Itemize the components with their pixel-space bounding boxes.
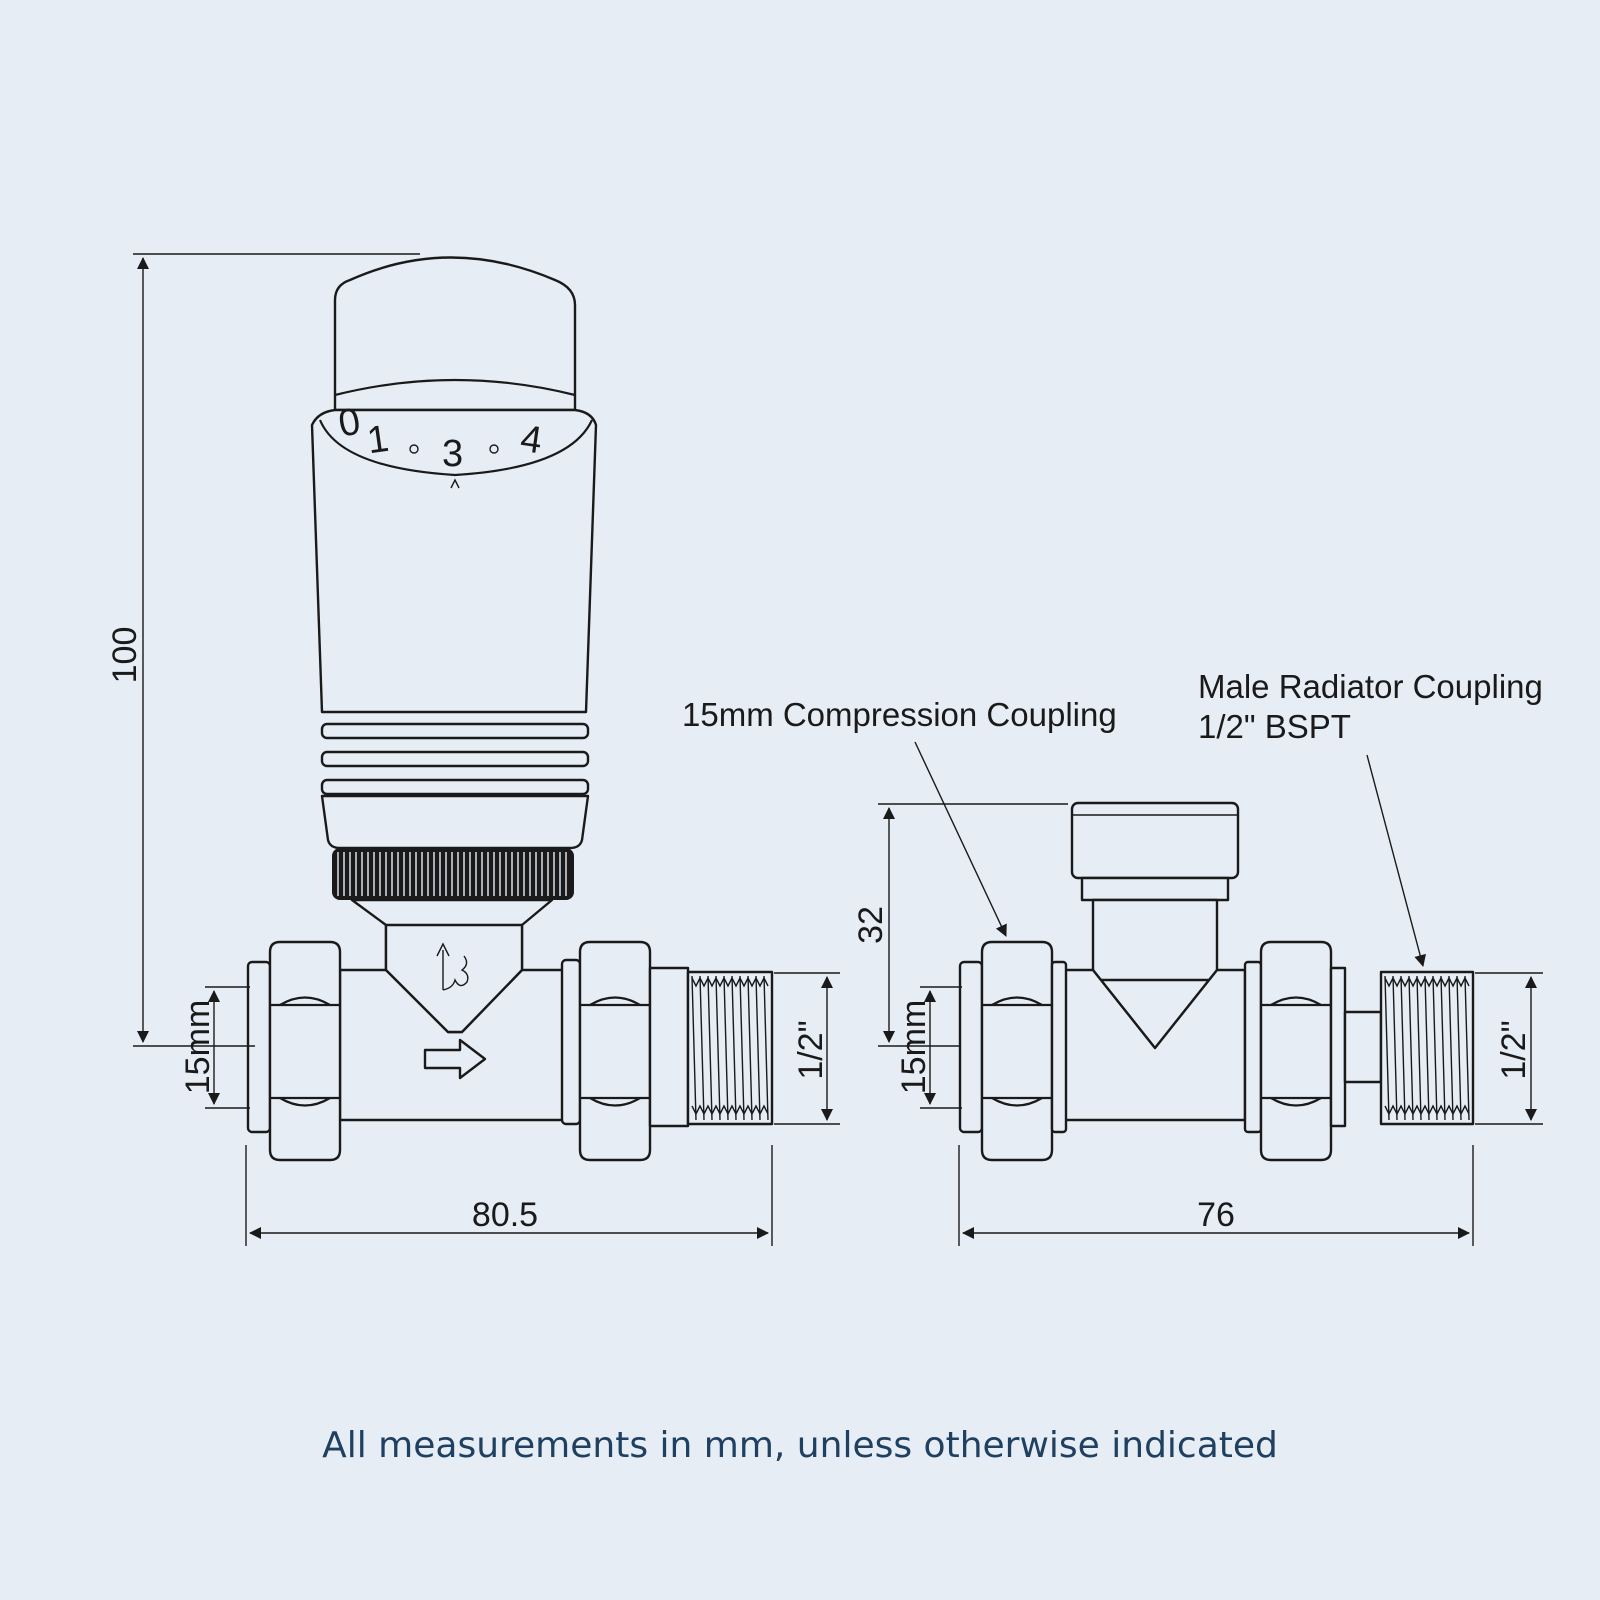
measurement-note: All measurements in mm, unless otherwise… xyxy=(322,1425,1278,1466)
dial-dot xyxy=(409,444,419,454)
male-thread-left xyxy=(686,970,774,1126)
dimension-pipe-right: 15mm xyxy=(895,986,962,1109)
dial-pointer xyxy=(450,478,460,489)
thermostatic-head xyxy=(310,408,598,714)
knurled-collar xyxy=(332,848,574,900)
dimension-label-half-inch-left: 1/2" xyxy=(792,1020,830,1079)
dimension-thread-right: 1/2" xyxy=(1475,972,1543,1125)
dimension-label-76: 76 xyxy=(1197,1196,1235,1234)
label-male-radiator-coupling: Male Radiator Coupling xyxy=(1198,668,1543,705)
male-thread-right xyxy=(1379,970,1475,1126)
dial-mark-3: 3 xyxy=(442,433,463,475)
callout-male-radiator-coupling: Male Radiator Coupling 1/2" BSPT xyxy=(1198,668,1543,967)
coupling-nut-left-valve xyxy=(560,940,690,1162)
lockshield-valve xyxy=(958,801,1475,1162)
dimension-label-80-5: 80.5 xyxy=(472,1196,538,1234)
compression-nut-right-valve xyxy=(958,940,1068,1162)
callout-compression-coupling: 15mm Compression Coupling xyxy=(682,696,1117,937)
dimension-label-half-inch-right: 1/2" xyxy=(1495,1020,1533,1079)
dimension-pipe-left: 15mm xyxy=(179,986,250,1109)
dimension-width-left: 80.5 xyxy=(245,1145,773,1246)
dimension-label-15mm-right: 15mm xyxy=(895,1000,933,1094)
dimension-width-right: 76 xyxy=(958,1145,1474,1246)
valve-cap xyxy=(333,256,577,412)
dimension-thread-left: 1/2" xyxy=(774,972,840,1125)
grip-ridges xyxy=(320,722,590,850)
label-compression-coupling: 15mm Compression Coupling xyxy=(682,696,1117,733)
dimension-label-15mm-left: 15mm xyxy=(179,1000,217,1094)
lockshield-body xyxy=(1063,968,1247,1122)
coupling-nut-right-valve xyxy=(1243,940,1383,1162)
dimension-height-total: 100 xyxy=(106,253,420,1047)
lockshield-cap xyxy=(1070,801,1240,880)
dimension-height-right: 32 xyxy=(852,803,1068,1047)
dial-dot xyxy=(489,444,499,454)
thermostatic-valve: 0 1 3 4 xyxy=(246,256,774,1162)
compression-nut-left xyxy=(246,940,342,1162)
dimension-label-32: 32 xyxy=(852,906,890,944)
dimension-label-100: 100 xyxy=(106,627,144,684)
flow-direction-arrow xyxy=(423,1038,487,1080)
label-bspt: 1/2" BSPT xyxy=(1198,708,1351,745)
